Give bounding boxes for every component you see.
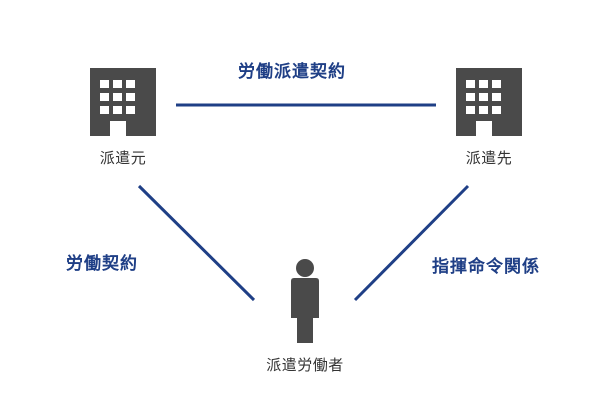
employment-contract-line (137, 184, 256, 302)
command-relationship-line (353, 184, 470, 302)
office-building-icon (90, 68, 156, 136)
office-building-icon (456, 68, 522, 136)
employment-contract-label: 労働契約 (66, 254, 138, 274)
client-label: 派遣先 (465, 149, 513, 167)
dispatcher-label: 派遣元 (99, 149, 147, 167)
dispatch-contract-label: 労働派遣契約 (238, 62, 346, 82)
command-relationship-label: 指揮命令関係 (432, 257, 540, 277)
worker-label: 派遣労働者 (266, 356, 344, 374)
person-icon (291, 259, 319, 343)
